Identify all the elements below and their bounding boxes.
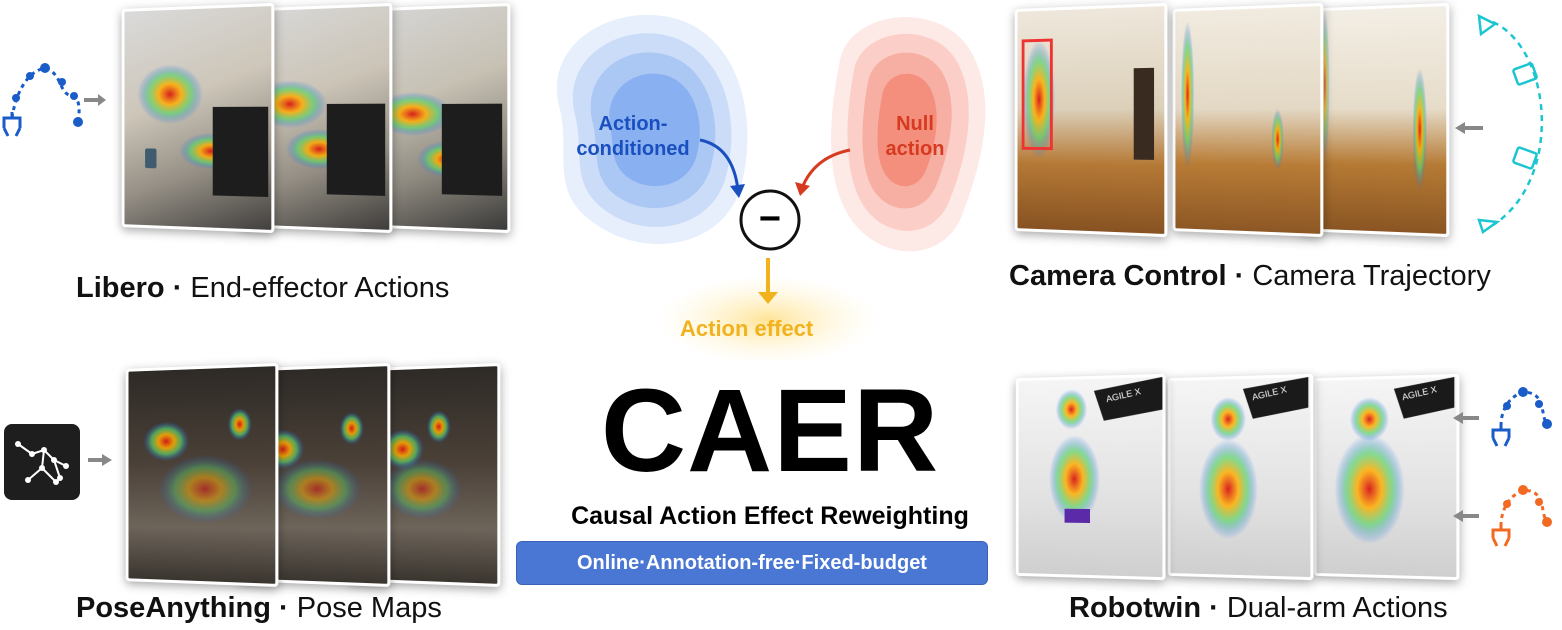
action-conditioned-line2: conditioned — [576, 138, 690, 160]
camera-panel: Camera Control · Camera Trajectory — [1005, 0, 1562, 320]
robotwin-name: Robotwin — [1069, 592, 1202, 624]
null-action-line1: Null — [896, 113, 934, 135]
center-panel: − Action- conditioned Null action Action… — [516, 0, 1010, 630]
robotwin-caption: Robotwin · Dual-arm Actions — [1069, 592, 1448, 625]
effect-glow — [658, 275, 878, 360]
pose-detail: Pose Maps — [296, 592, 442, 624]
caer-badge: Online·Annotation-free·Fixed-budget — [516, 541, 988, 585]
camera-detail: Camera Trajectory — [1252, 260, 1491, 292]
robotwin-detail: Dual-arm Actions — [1226, 592, 1448, 624]
robotwin-frame-2: AGILE X — [1167, 373, 1314, 581]
camera-caption: Camera Control · Camera Trajectory — [1009, 260, 1491, 293]
caer-title: CAER — [600, 365, 940, 497]
arm-trajectory-icon — [2, 63, 106, 137]
pose-caption: PoseAnything · Pose Maps — [76, 592, 442, 625]
pose-name: PoseAnything — [76, 592, 271, 624]
camera-path-icon — [1455, 13, 1544, 235]
camera-name: Camera Control — [1009, 260, 1227, 292]
pose-frames — [122, 362, 522, 588]
robotwin-frame-3: AGILE X — [1313, 373, 1460, 581]
caer-subtitle: Causal Action Effect Reweighting — [571, 502, 969, 530]
libero-panel: Libero · End-effector Actions — [0, 0, 520, 320]
libero-frames — [118, 2, 518, 236]
action-conditioned-line1: Action- — [598, 113, 668, 135]
camera-frames — [1011, 2, 1451, 238]
libero-caption: Libero · End-effector Actions — [76, 272, 449, 305]
null-action-blob — [831, 17, 986, 252]
robotwin-frame-1: AGILE X — [1015, 373, 1166, 581]
camera-separator: · — [1234, 260, 1253, 292]
pose-panel: PoseAnything · Pose Maps — [0, 340, 520, 630]
robotwin-frames: AGILE X AGILE X AGILE X — [1013, 373, 1460, 586]
pose-separator: · — [279, 592, 297, 624]
camera-frame-1 — [1014, 2, 1168, 238]
libero-frame-3 — [357, 2, 511, 234]
action-conditioned-blob — [556, 14, 748, 244]
subtract-operator-circle — [739, 189, 801, 251]
null-action-arrow — [800, 148, 851, 189]
action-conditioned-arrow — [699, 138, 740, 191]
libero-detail: End-effector Actions — [190, 272, 450, 304]
null-action-label: Null action — [870, 112, 960, 162]
libero-separator: · — [172, 272, 191, 304]
libero-name: Libero — [76, 272, 165, 304]
pose-frame-2 — [237, 362, 391, 588]
pose-frame-1 — [125, 362, 279, 588]
action-effect-label: Action effect — [680, 316, 814, 341]
robotwin-separator: · — [1209, 592, 1227, 624]
skeleton-pose-icon — [4, 424, 80, 500]
camera-frame-2 — [1172, 2, 1324, 238]
null-action-line2: action — [885, 138, 945, 160]
distribution-diagram — [556, 14, 986, 360]
subtract-operator: − — [758, 198, 782, 240]
action-conditioned-label: Action- conditioned — [568, 112, 698, 162]
dual-arm-trajectory-icon — [1453, 387, 1552, 547]
pose-frame-3 — [347, 362, 501, 588]
libero-frame-1 — [121, 2, 275, 234]
pose-arrow-icon — [88, 454, 112, 466]
robotwin-panel: AGILE X AGILE X AGILE X Robotwin · Dual-… — [1005, 340, 1562, 630]
